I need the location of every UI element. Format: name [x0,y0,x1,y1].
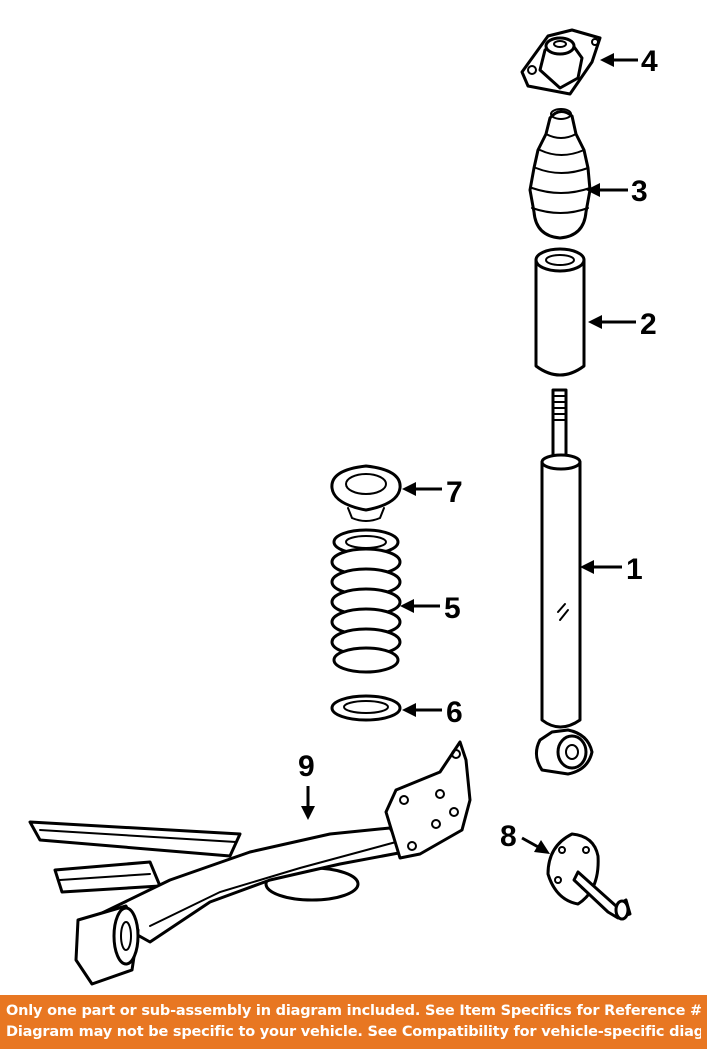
dust-boot-part-2 [534,247,586,377]
callout-6: 6 [402,696,463,729]
callout-4: 4 [600,45,658,78]
callout-1: 1 [580,553,643,586]
callout-label-5: 5 [444,592,461,625]
spring-upper-seat-part-7 [330,464,402,522]
spindle-part-8 [546,832,632,921]
disclaimer-line-2: Diagram may not be specific to your vehi… [6,1024,701,1040]
callout-3: 3 [586,175,648,208]
disclaimer-line-1: Only one part or sub-assembly in diagram… [6,1003,701,1019]
coil-spring-part-5 [330,528,402,674]
suspension-exploded-diagram: 4 3 2 [28,28,658,986]
callout-label-6: 6 [446,696,463,729]
callout-label-8: 8 [500,820,517,853]
callout-5: 5 [400,592,461,625]
spring-lower-insulator-part-6 [330,694,402,722]
callout-8: 8 [500,820,550,854]
callout-label-9: 9 [298,750,315,783]
callout-label-1: 1 [626,553,643,586]
callout-label-7: 7 [446,476,463,509]
strut-mount-part-4 [520,28,602,96]
disclaimer-banner: Only one part or sub-assembly in diagram… [0,995,707,1049]
axle-beam-part-9 [28,740,472,986]
callout-label-2: 2 [640,308,657,341]
callout-label-3: 3 [631,175,648,208]
callout-2: 2 [588,308,657,341]
callout-label-4: 4 [641,45,658,78]
bump-stop-part-3 [528,108,592,240]
callout-7: 7 [402,476,463,509]
shock-absorber-part-1 [535,388,594,776]
callout-9: 9 [298,750,315,820]
